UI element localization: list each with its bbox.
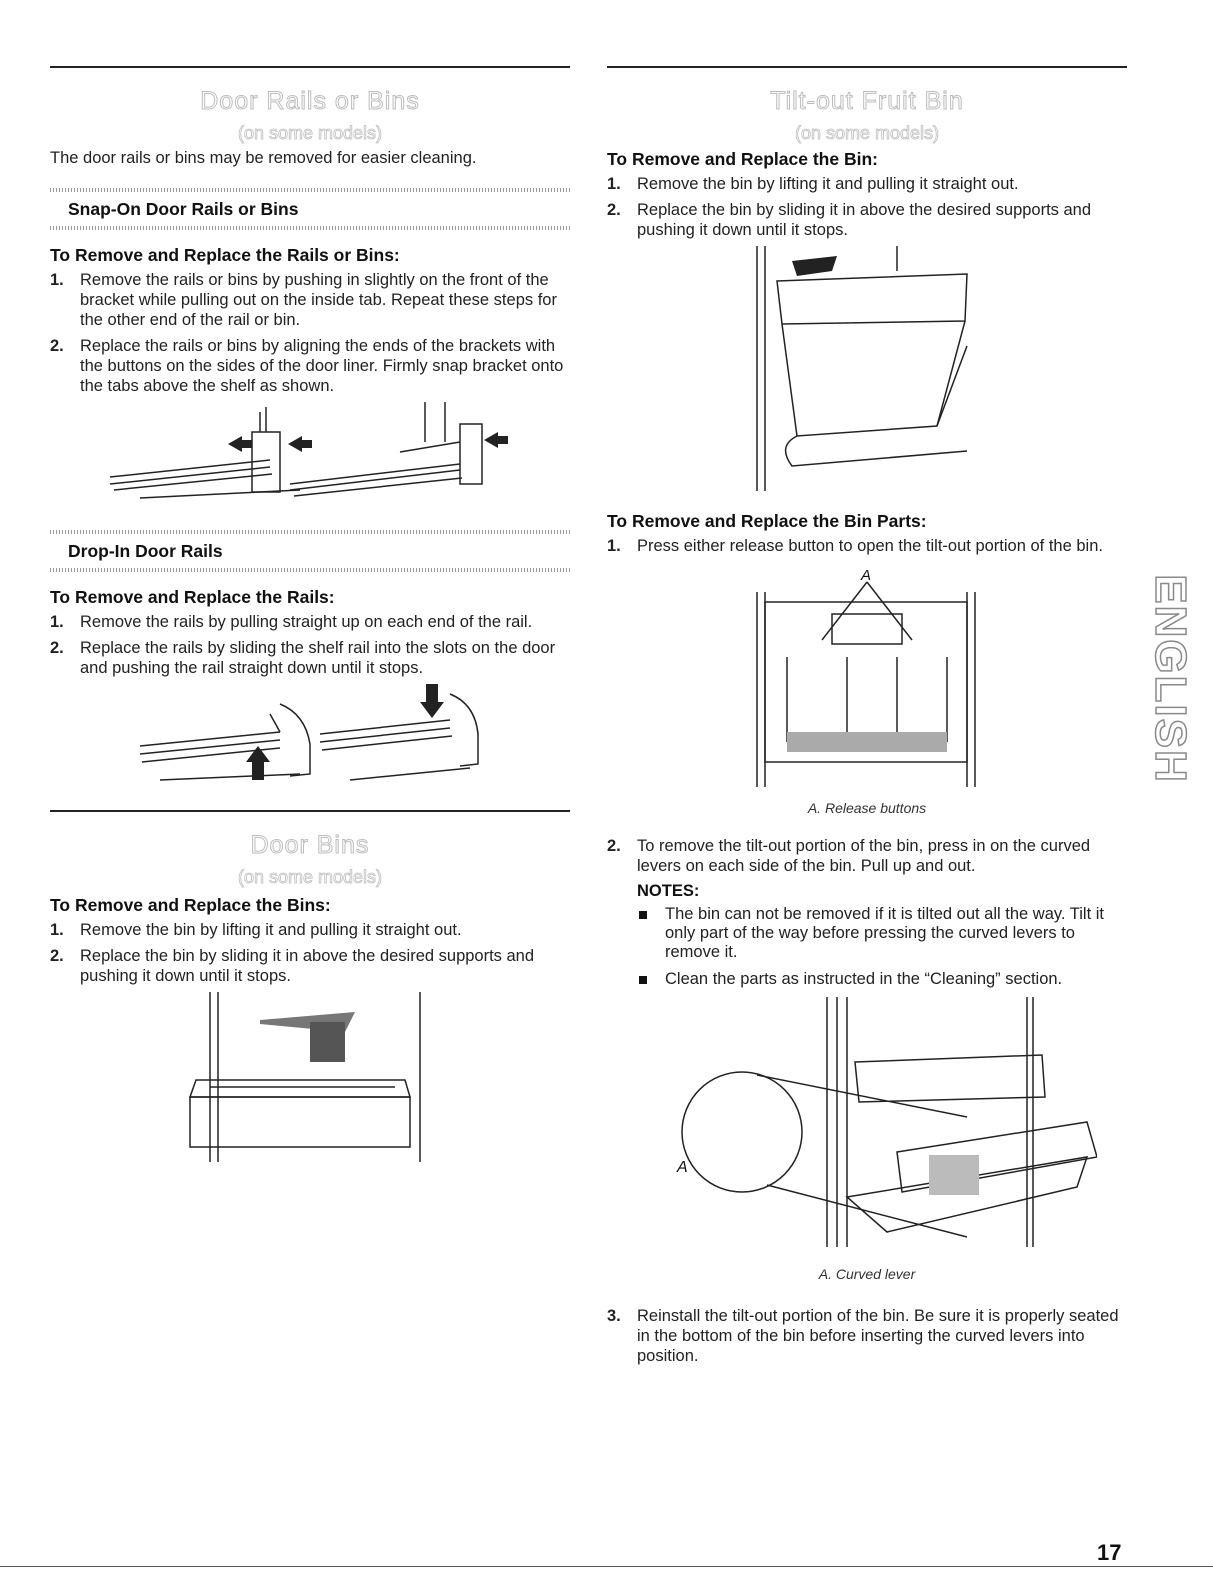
step-number: 2. bbox=[607, 201, 621, 219]
section-title-door-rails: Door Rails or Bins bbox=[200, 87, 420, 116]
step-text: Replace the rails by sliding the shelf r… bbox=[80, 639, 556, 677]
step-text: Reinstall the tilt-out portion of the bi… bbox=[637, 1307, 1119, 1365]
step-number: 1. bbox=[607, 175, 621, 193]
list-item: 1. Remove the bin by lifting it and pulli… bbox=[50, 920, 570, 940]
subheading-snap-on: Snap-On Door Rails or Bins bbox=[68, 199, 299, 219]
hatch-divider bbox=[50, 530, 570, 534]
step-number: 1. bbox=[50, 613, 64, 631]
list-item: The bin can not be removed if it is tilt… bbox=[637, 905, 1127, 962]
figure-label-a: A bbox=[676, 1159, 688, 1176]
step-number: 2. bbox=[607, 837, 621, 855]
bottom-rule bbox=[0, 1566, 1213, 1567]
page-number: 17 bbox=[1097, 1540, 1122, 1565]
language-tab: ENGLISH bbox=[1145, 565, 1196, 793]
left-column: Door Rails or Bins (on some models) The … bbox=[50, 66, 570, 1172]
steps-list: 1. Press either release button to open th… bbox=[607, 536, 1127, 556]
procedure-heading: To Remove and Replace the Bins: bbox=[50, 895, 331, 915]
drop-in-rail-illustration bbox=[139, 684, 479, 781]
step-number: 2. bbox=[50, 947, 64, 965]
list-item: 1. Remove the bin by lifting it and pulli… bbox=[607, 174, 1127, 194]
step-text: Remove the rails by pulling straight up … bbox=[80, 613, 533, 631]
list-item: 2. Replace the bin by sliding it in above… bbox=[607, 200, 1127, 240]
step-number: 2. bbox=[50, 337, 64, 355]
list-item: 3. Reinstall the tilt-out portion of the … bbox=[607, 1306, 1127, 1366]
steps-list: 2. To remove the tilt-out portion of the … bbox=[607, 836, 1127, 876]
hatch-divider bbox=[50, 226, 570, 230]
step-number: 1. bbox=[50, 921, 64, 939]
step-text: Replace the rails or bins by aligning th… bbox=[80, 337, 564, 395]
list-item: 1. Press either release button to open th… bbox=[607, 536, 1127, 556]
caption-curved-lever: A. Curved lever bbox=[818, 1266, 916, 1282]
procedure-heading: To Remove and Replace the Bin: bbox=[607, 149, 878, 169]
section-title-door-bins: Door Bins bbox=[250, 831, 370, 860]
list-item: Clean the parts as instructed in the “Cl… bbox=[637, 970, 1127, 989]
door-bin-illustration bbox=[188, 992, 421, 1162]
intro-text: The door rails or bins may be removed fo… bbox=[50, 149, 477, 167]
figure-label-a: A bbox=[860, 567, 871, 584]
section-subtitle: (on some models) bbox=[237, 867, 383, 888]
section-subtitle: (on some models) bbox=[794, 123, 940, 144]
steps-list: 1. Remove the bin by lifting it and pulli… bbox=[50, 920, 570, 986]
language-tab-label: ENGLISH bbox=[1145, 573, 1196, 784]
procedure-heading: To Remove and Replace the Rails: bbox=[50, 587, 335, 607]
step-number: 2. bbox=[50, 639, 64, 657]
step-number: 1. bbox=[607, 537, 621, 555]
note-text: Clean the parts as instructed in the “Cl… bbox=[665, 970, 1063, 988]
list-item: 2. Replace the bin by sliding it in above… bbox=[50, 946, 570, 986]
subheading-drop-in: Drop-In Door Rails bbox=[68, 541, 223, 561]
steps-list: 1. Remove the bin by lifting it and pulli… bbox=[607, 174, 1127, 240]
release-button-illustration: A bbox=[756, 567, 976, 787]
hatch-divider bbox=[50, 568, 570, 572]
steps-list: 1. Remove the rails or bins by pushing in… bbox=[50, 270, 570, 396]
note-text: The bin can not be removed if it is tilt… bbox=[665, 905, 1104, 961]
list-item: 1. Remove the rails by pulling straight u… bbox=[50, 612, 570, 632]
procedure-heading: To Remove and Replace the Bin Parts: bbox=[607, 511, 927, 531]
step-number: 1. bbox=[50, 271, 64, 289]
right-column: Tilt-out Fruit Bin (on some models) To R… bbox=[607, 66, 1127, 1372]
hatch-divider bbox=[50, 188, 570, 192]
steps-list: 1. Remove the rails by pulling straight u… bbox=[50, 612, 570, 678]
step-text: Remove the bin by lifting it and pulling… bbox=[637, 175, 1019, 193]
section-rule bbox=[607, 66, 1127, 68]
caption-release-buttons: A. Release buttons bbox=[807, 800, 927, 816]
notes-list: The bin can not be removed if it is tilt… bbox=[607, 905, 1127, 989]
section-title-fruit-bin: Tilt-out Fruit Bin bbox=[770, 87, 964, 116]
step-text: Press either release button to open the … bbox=[637, 537, 1103, 555]
steps-list: 3. Reinstall the tilt-out portion of the … bbox=[607, 1306, 1127, 1366]
procedure-heading: To Remove and Replace the Rails or Bins: bbox=[50, 245, 400, 265]
section-subtitle: (on some models) bbox=[237, 123, 383, 144]
step-text: Replace the bin by sliding it in above t… bbox=[80, 947, 535, 985]
bullet-icon bbox=[639, 911, 647, 919]
bullet-icon bbox=[639, 976, 647, 984]
step-text: Remove the rails or bins by pushing in s… bbox=[80, 271, 557, 329]
list-item: 2. Replace the rails or bins by aligning … bbox=[50, 336, 570, 396]
list-item: 2. To remove the tilt-out portion of the … bbox=[607, 836, 1127, 876]
curved-lever-illustration: A bbox=[676, 997, 1097, 1247]
list-item: 2. Replace the rails by sliding the shelf… bbox=[50, 638, 570, 678]
step-text: To remove the tilt-out portion of the bi… bbox=[637, 837, 1091, 875]
section-rule bbox=[50, 66, 570, 68]
section-rule bbox=[50, 810, 570, 812]
fruit-bin-illustration bbox=[756, 246, 968, 491]
step-number: 3. bbox=[607, 1307, 621, 1325]
step-text: Replace the bin by sliding it in above t… bbox=[637, 201, 1092, 239]
notes-label: NOTES: bbox=[637, 882, 700, 900]
snap-on-rail-illustration bbox=[109, 402, 508, 499]
step-text: Remove the bin by lifting it and pulling… bbox=[80, 921, 462, 939]
list-item: 1. Remove the rails or bins by pushing in… bbox=[50, 270, 570, 330]
